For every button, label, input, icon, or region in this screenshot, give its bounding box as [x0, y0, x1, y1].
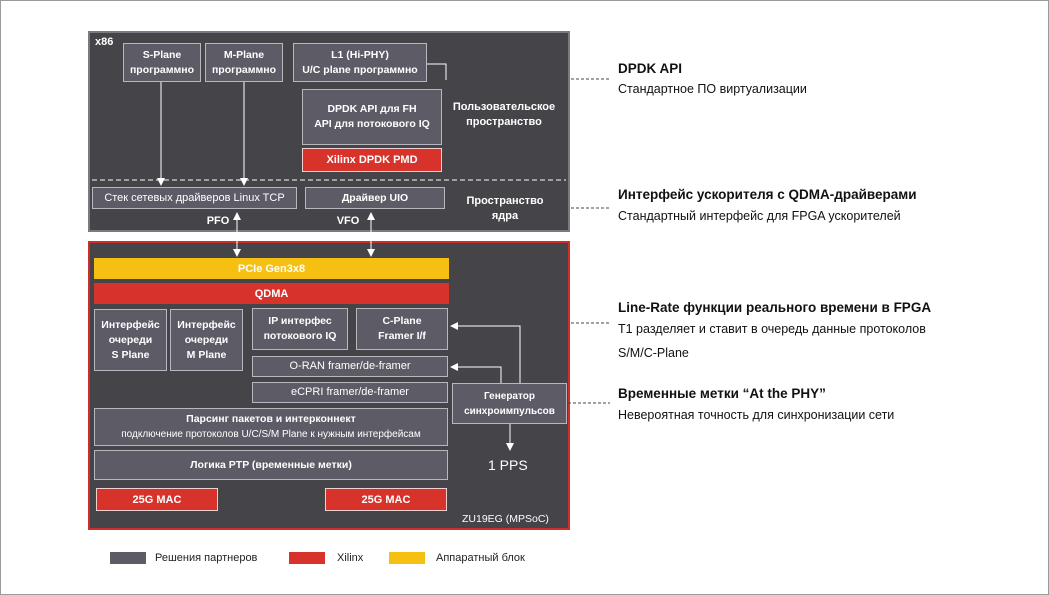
l1-side-connector — [427, 63, 447, 80]
m-plane-line-1: M-Plane — [223, 48, 265, 61]
annotation-desc-line-rate-2: S/M/C-Plane — [618, 346, 689, 360]
annotation-title-timestamps: Временные метки “At the PHY” — [618, 386, 826, 401]
m-plane-if-line-1: Интерфейс — [177, 318, 236, 331]
kernel-space-line-1: Пространство — [466, 195, 544, 207]
m-plane-software-box: M-Plane программно — [205, 43, 283, 82]
ip-iq-line-1: IP интерфес — [268, 315, 332, 327]
uio-driver-box: Драйвер UIO — [305, 187, 445, 209]
sync-to-oran-arrow — [450, 363, 502, 383]
s-plane-queue-interface-box: Интерфейс очереди S Plane — [94, 309, 167, 371]
uio-driver-label: Драйвер UIO — [341, 191, 409, 204]
x86-label: x86 — [95, 36, 114, 48]
sync-to-cplane-arrow — [450, 322, 521, 383]
mac-25g-box-1: 25G MAC — [96, 488, 218, 511]
dpdk-fh-line-2: API для потокового IQ — [314, 118, 430, 130]
annotation-desc-timestamps: Невероятная точность для синхронизации с… — [618, 408, 895, 422]
s-plane-if-line-2: очереди — [108, 333, 153, 346]
user-space-line-1: Пользовательское — [452, 101, 556, 113]
user-space-label: Пользовательское пространство — [446, 100, 562, 130]
pcie-gen3x8-box: PCIe Gen3x8 — [94, 258, 449, 279]
s-plane-if-line-1: Интерфейс — [101, 318, 160, 331]
ecpri-framer-box: eCPRI framer/de-framer — [252, 382, 448, 403]
ptp-logic-box: Логика PTP (временные метки) — [94, 450, 448, 480]
ptp-label: Логика PTP (временные метки) — [190, 458, 352, 471]
sync-generator-box: Генератор синхроимпульсов — [452, 383, 567, 424]
pps-label: 1 PPS — [488, 457, 528, 473]
annotation-title-qdma: Интерфейс ускорителя с QDMA-драйверами — [618, 187, 917, 202]
pfo-label: PFO — [206, 215, 230, 227]
legend-swatch-hardware — [389, 552, 425, 564]
chip-label: ZU19EG (MPSoC) — [462, 513, 549, 525]
legend-label-partners: Решения партнеров — [155, 552, 258, 564]
xilinx-dpdk-pmd-box: Xilinx DPDK PMD — [302, 148, 442, 172]
oran-framer-box: O-RAN framer/de-framer — [252, 356, 448, 377]
l1-line-2: U/C plane программно — [302, 63, 418, 76]
l1-line-1: L1 (Hi-PHY) — [331, 48, 389, 61]
s-plane-line-2: программно — [129, 63, 195, 76]
packet-parsing-box: Парсинг пакетов и интерконнект подключен… — [94, 408, 448, 446]
m-plane-if-line-3: M Plane — [186, 348, 227, 361]
annotation-desc-line-rate-1: T1 разделяет и ставит в очередь данные п… — [618, 322, 926, 336]
l1-hi-phy-box: L1 (Hi-PHY) U/C plane программно — [293, 43, 427, 82]
annotation-desc-dpdk-api: Стандартное ПО виртуализации — [618, 82, 807, 96]
sync-gen-line-1: Генератор — [484, 390, 535, 402]
m-plane-line-2: программно — [211, 63, 277, 76]
annotation-title-dpdk-api: DPDK API — [618, 61, 683, 76]
mac-25g-box-2: 25G MAC — [325, 488, 447, 511]
dpdk-fh-api-box: DPDK API для FH API для потокового IQ — [302, 89, 442, 145]
cplane-line-2: Framer I/f — [378, 330, 426, 342]
legend-swatch-partners — [110, 552, 146, 564]
legend-label-xilinx: Xilinx — [337, 552, 364, 564]
linux-tcp-stack-box: Стек сетевых драйверов Linux TCP — [92, 187, 297, 209]
dpdk-fh-line-1: DPDK API для FH — [327, 103, 417, 115]
user-space-line-2: пространство — [466, 116, 542, 128]
legend-swatch-xilinx — [289, 552, 325, 564]
ip-iq-line-2: потокового IQ — [263, 330, 337, 342]
cplane-line-1: C-Plane — [382, 315, 422, 327]
m-plane-if-line-2: очереди — [184, 333, 229, 346]
kernel-space-line-2: ядра — [491, 210, 519, 222]
legend-label-hardware: Аппаратный блок — [436, 552, 525, 564]
s-plane-if-line-3: S Plane — [111, 348, 150, 361]
vfo-label: VFO — [336, 215, 360, 227]
s-plane-software-box: S-Plane программно — [123, 43, 201, 82]
parsing-title: Парсинг пакетов и интерконнект — [186, 413, 356, 425]
parsing-subtitle: подключение протоколов U/C/S/M Plane к н… — [121, 429, 421, 440]
ip-iq-interface-box: IP интерфес потокового IQ — [252, 308, 348, 350]
kernel-space-label: Пространство ядра — [452, 194, 558, 224]
qdma-box: QDMA — [94, 283, 449, 304]
m-plane-queue-interface-box: Интерфейс очереди M Plane — [170, 309, 243, 371]
cplane-framer-box: C-Plane Framer I/f — [356, 308, 448, 350]
annotation-title-line-rate: Line-Rate функции реального времени в FP… — [618, 300, 932, 315]
annotation-desc-qdma: Стандартный интерфейс для FPGA ускорител… — [618, 209, 901, 223]
s-plane-line-1: S-Plane — [142, 48, 182, 61]
sync-gen-line-2: синхроимпульсов — [464, 405, 555, 417]
